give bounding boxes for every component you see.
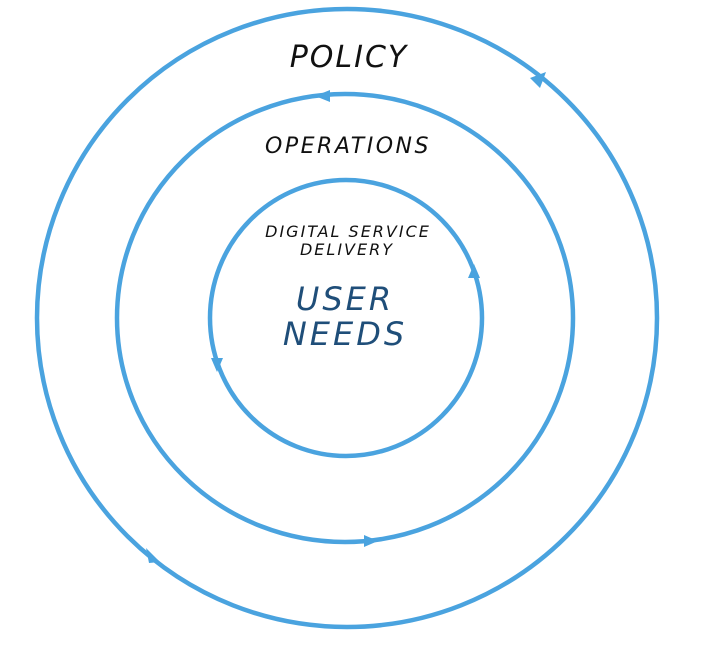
digital-service-label: DIGITAL SERVICE — [265, 222, 431, 241]
operations-ring — [114, 91, 576, 545]
middle-ring-arrow-top-icon — [315, 90, 330, 102]
middle-ring-arrow-bottom-icon — [364, 535, 378, 547]
user-label: USER — [296, 280, 394, 318]
operations-label: OPERATIONS — [265, 134, 431, 159]
policy-label: POLICY — [290, 40, 409, 75]
outer-ring-arrow-top-icon — [530, 72, 546, 88]
inner-ring-arrow-left-icon — [211, 358, 223, 372]
policy-ring — [34, 6, 660, 630]
outer-ring-arrow-bottom-icon — [146, 548, 160, 563]
delivery-label: DELIVERY — [300, 240, 394, 259]
digital-service-delivery-ring — [207, 177, 485, 459]
inner-ring-arrow-right-icon — [468, 264, 480, 278]
needs-label: NEEDS — [283, 315, 407, 353]
